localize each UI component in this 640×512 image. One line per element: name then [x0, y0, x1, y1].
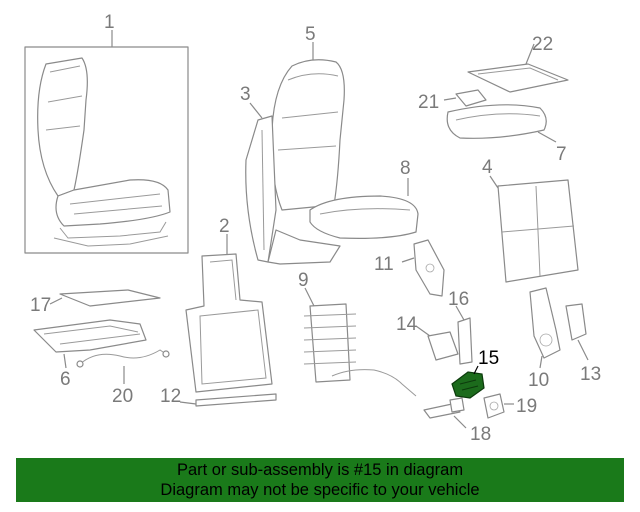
callout-12: 12	[160, 386, 181, 407]
parts-diagram: 1 5 3 8 22 21 7	[24, 12, 601, 445]
part-9-lumbar: 9	[298, 270, 417, 397]
banner-line-2: Diagram may not be specific to your vehi…	[160, 481, 480, 499]
part-5-seat-back-cover: 5	[271, 24, 345, 211]
part-12-trim-strip: 12	[160, 386, 277, 407]
callout-13: 13	[580, 364, 601, 385]
callout-14: 14	[396, 314, 418, 335]
part-3-seat-back-pad: 3	[240, 84, 277, 263]
callout-3: 3	[240, 84, 251, 105]
part-2-back-frame: 2	[185, 216, 273, 393]
part-11-hinge: 11	[374, 239, 445, 297]
part-7-cushion-cover: 7	[446, 104, 567, 165]
part-21-bracket: 21	[418, 89, 487, 113]
part-10-recliner: 10	[528, 287, 561, 391]
part-17-pad: 17	[30, 289, 161, 316]
callout-1: 1	[104, 12, 115, 33]
part-14-bracket: 14	[396, 314, 459, 361]
part-13-bracket: 13	[565, 303, 601, 385]
callout-20: 20	[112, 386, 133, 407]
callout-9: 9	[298, 270, 309, 291]
info-banner: Part or sub-assembly is #15 in diagram D…	[16, 458, 624, 502]
callout-18: 18	[470, 424, 491, 445]
callout-7: 7	[556, 144, 567, 165]
part-15-highlighted: 15	[451, 348, 499, 399]
part-8-seat-cushion: 8	[267, 158, 419, 265]
callout-21: 21	[418, 92, 439, 113]
callout-2: 2	[219, 216, 230, 237]
part-4-back-panel: 4	[482, 157, 579, 283]
callout-6: 6	[60, 369, 71, 390]
part-22-cushion-pad: 22	[467, 34, 569, 93]
part-16-bracket: 16	[448, 289, 473, 365]
callout-17: 17	[30, 295, 51, 316]
callout-22: 22	[532, 34, 553, 55]
callout-5: 5	[305, 24, 316, 45]
callout-11: 11	[374, 254, 394, 275]
callout-10: 10	[528, 370, 549, 391]
part-19-knob: 19	[483, 393, 537, 419]
part-6-cushion-pan: 6	[33, 319, 147, 390]
part-1-complete-seat: 1	[24, 12, 189, 254]
callout-16: 16	[448, 289, 469, 310]
callout-4: 4	[482, 157, 493, 178]
banner-line-1: Part or sub-assembly is #15 in diagram	[176, 461, 464, 479]
callout-8: 8	[400, 158, 411, 179]
part-20-harness: 20	[76, 349, 170, 407]
callout-19: 19	[516, 396, 537, 417]
part-18-handle: 18	[423, 397, 491, 445]
callout-15: 15	[478, 348, 499, 369]
